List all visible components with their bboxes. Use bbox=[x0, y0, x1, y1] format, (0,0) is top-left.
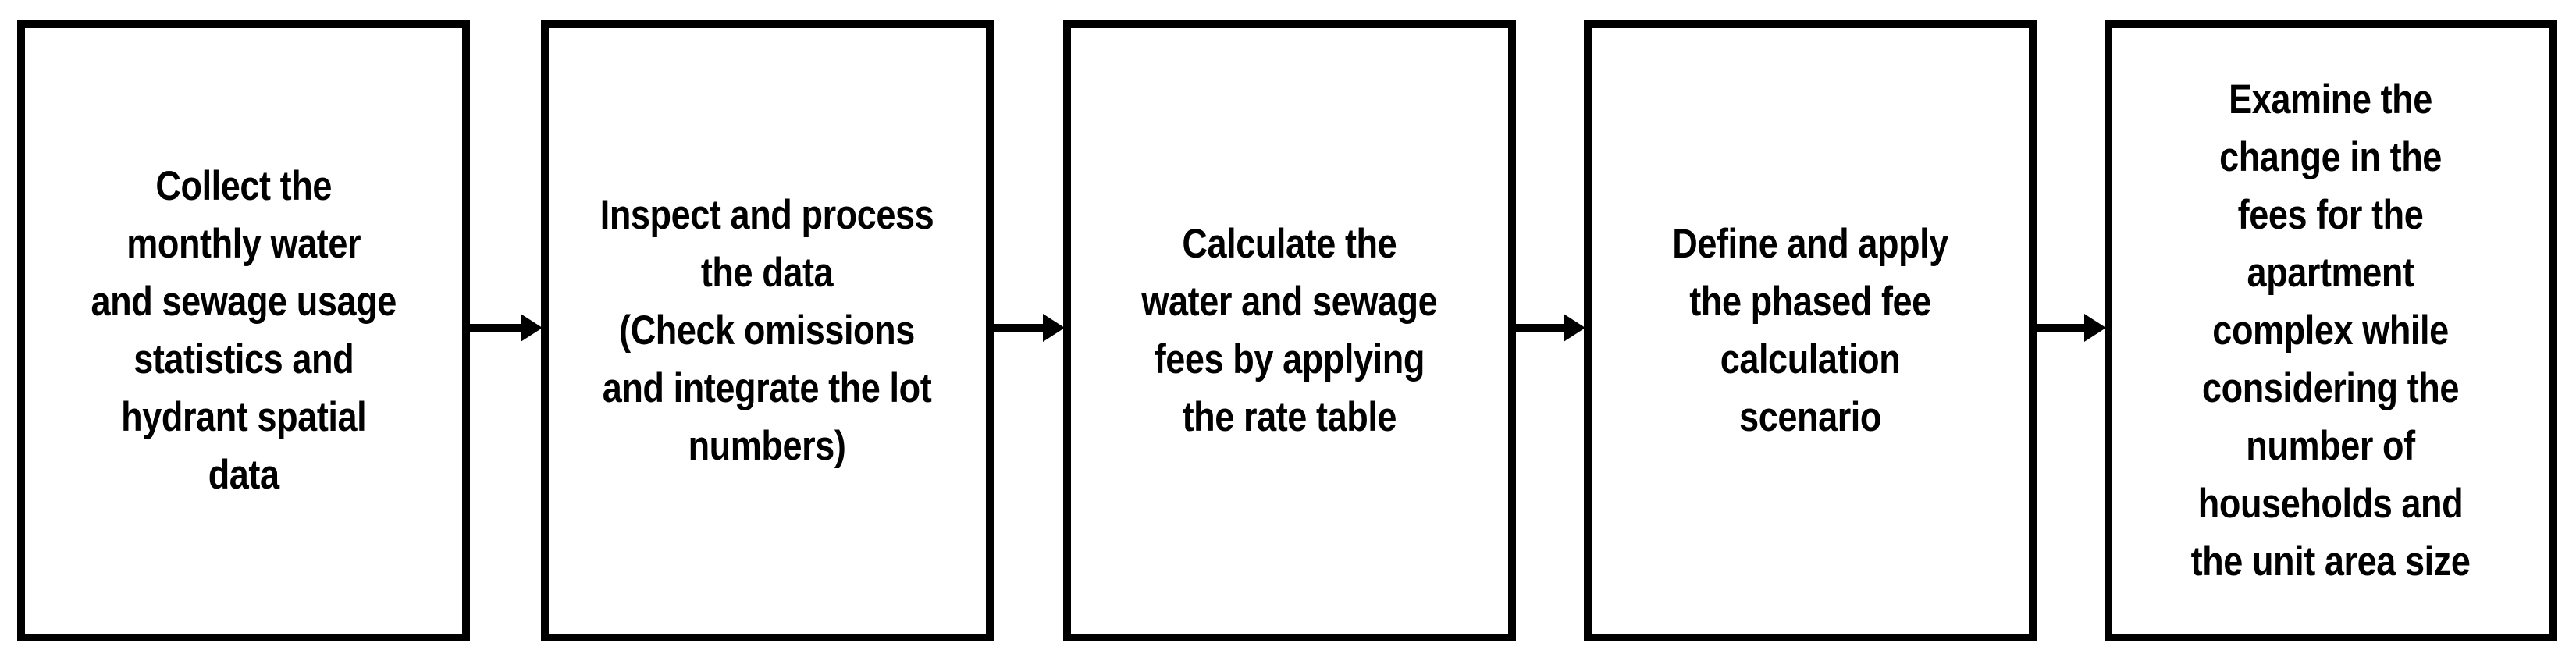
flow-arrow-1 bbox=[468, 314, 543, 342]
step-label-2: Inspect and process the data (Check omis… bbox=[600, 192, 934, 469]
step-box-2: Inspect and process the data (Check omis… bbox=[541, 20, 994, 641]
flow-arrow-4 bbox=[2035, 314, 2106, 342]
step-label-5: Examine the change in the fees for the a… bbox=[2191, 76, 2471, 585]
arrow-shaft bbox=[468, 324, 521, 332]
arrow-right-icon bbox=[521, 314, 543, 342]
step-label-4: Define and apply the phased fee calculat… bbox=[1672, 221, 1948, 440]
step-label-3: Calculate the water and sewage fees by a… bbox=[1141, 221, 1438, 440]
step-box-1: Collect the monthly water and sewage usa… bbox=[17, 20, 470, 641]
step-box-5: Examine the change in the fees for the a… bbox=[2105, 20, 2557, 641]
step-box-3: Calculate the water and sewage fees by a… bbox=[1063, 20, 1516, 641]
arrow-shaft bbox=[2035, 324, 2084, 332]
arrow-right-icon bbox=[1043, 314, 1065, 342]
arrow-shaft bbox=[1514, 324, 1564, 332]
step-box-4: Define and apply the phased fee calculat… bbox=[1584, 20, 2037, 641]
arrow-right-icon bbox=[1564, 314, 1585, 342]
arrow-shaft bbox=[992, 324, 1043, 332]
flow-arrow-3 bbox=[1514, 314, 1585, 342]
step-label-1: Collect the monthly water and sewage usa… bbox=[91, 163, 397, 498]
arrow-right-icon bbox=[2084, 314, 2106, 342]
flow-arrow-2 bbox=[992, 314, 1065, 342]
